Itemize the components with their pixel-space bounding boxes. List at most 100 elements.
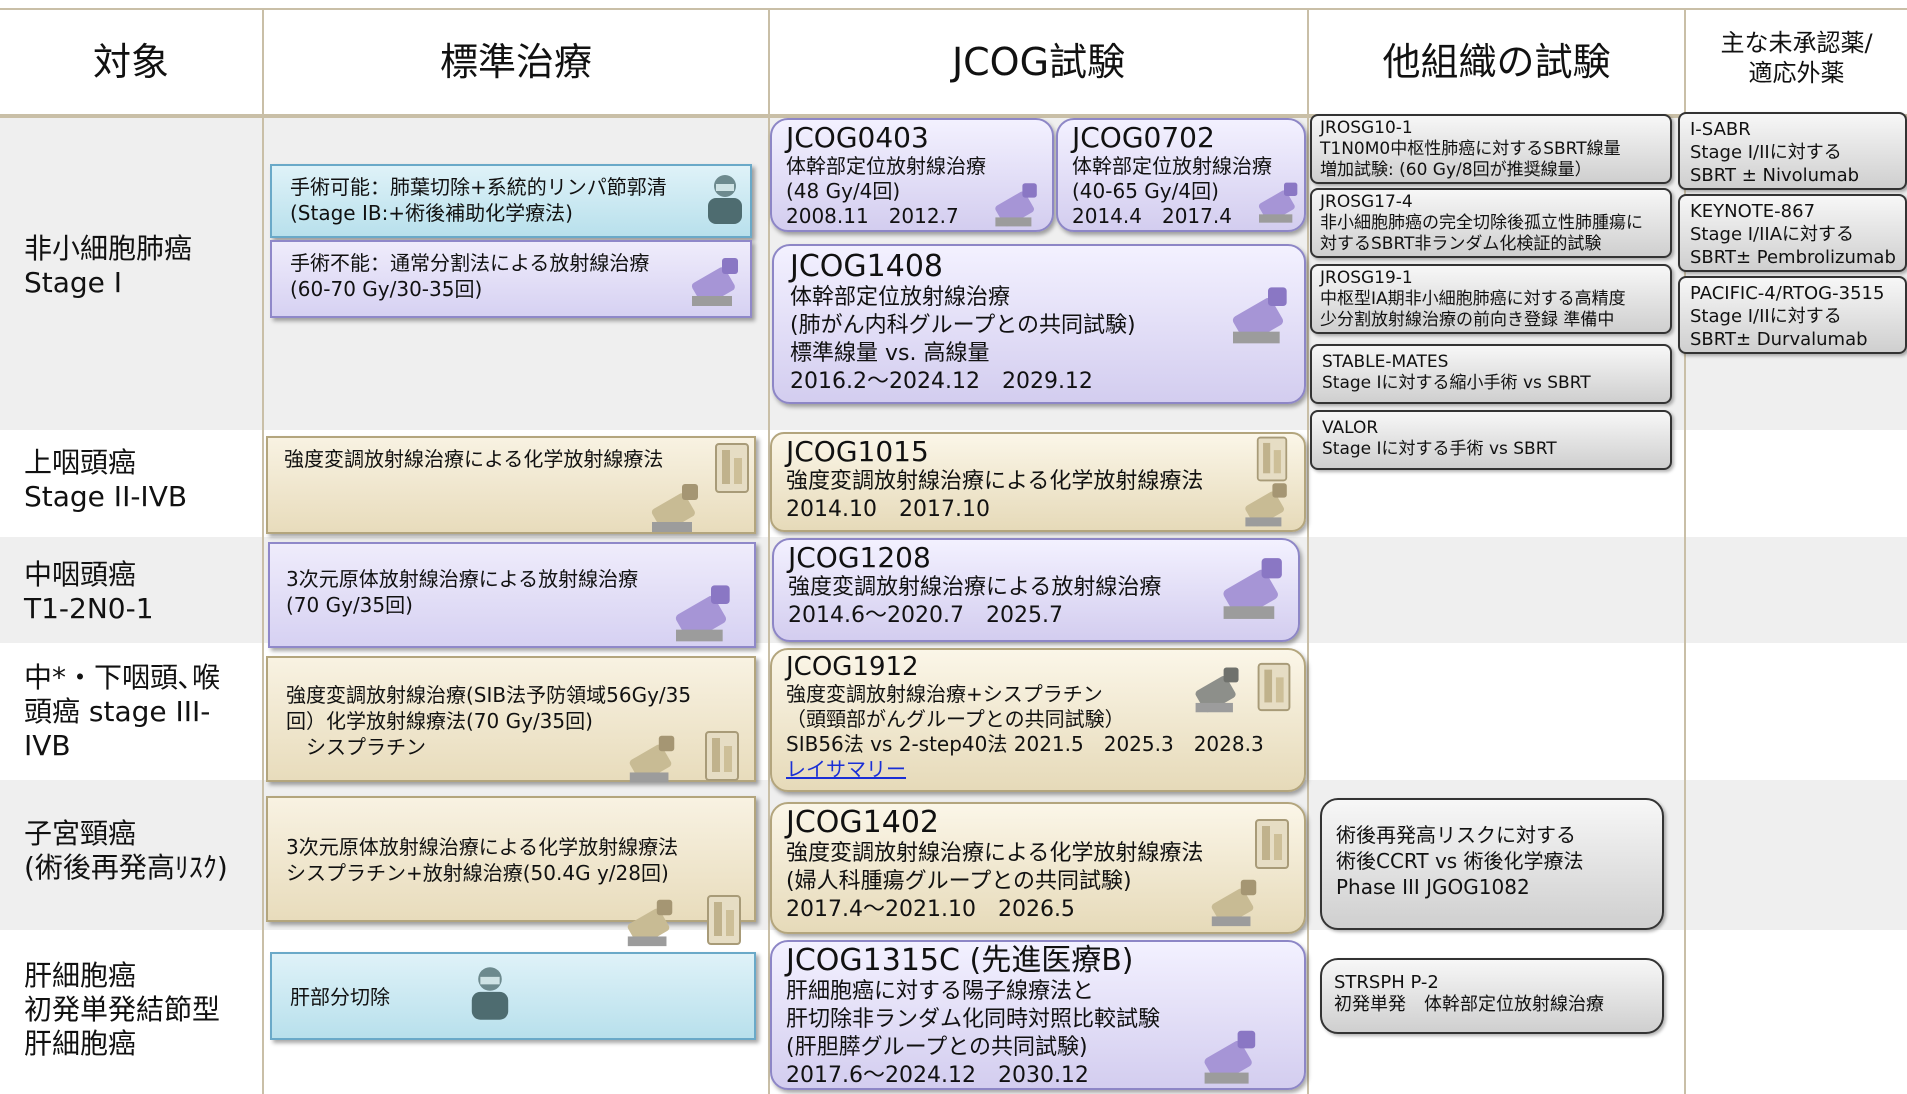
trial-jcog1402[interactable]: JCOG1402 強度変調放射線治療による化学放射線療法 (婦人科腫瘍グループと…: [770, 802, 1306, 934]
trial-line: （頭頸部がんグループとの共同試験）: [786, 707, 1125, 731]
other-trial-strsph-p2[interactable]: STRSPH P-2 初発単発 体幹部定位放射線治療: [1320, 958, 1664, 1034]
other-line: JROSG19-1: [1320, 268, 1413, 288]
linac-machine-icon: [651, 484, 698, 532]
target-cervix: 子宮頸癌 (術後再発高ﾘｽｸ): [24, 817, 228, 884]
std-text: シスプラチン+放射線治療(50.4G y/28回): [286, 861, 669, 885]
surgeon-icon: [471, 967, 509, 1020]
linac-machine-icon: [1204, 1030, 1256, 1084]
trial-jcog1015[interactable]: JCOG1015 強度変調放射線治療による化学放射線療法 2014.10 201…: [770, 432, 1306, 532]
lay-summary-link[interactable]: レイサマリー: [786, 757, 906, 781]
trial-line: 2014.10 2017.10: [786, 497, 990, 522]
std-text: 強度変調放射線治療による化学放射線療法: [284, 447, 664, 471]
target-nsclc: 非小細胞肺癌 Stage I: [24, 232, 193, 299]
trial-line: 2017.4～2021.10 2026.5: [786, 897, 1075, 922]
unapproved-line: KEYNOTE-867: [1690, 201, 1816, 222]
other-line: STABLE-MATES: [1322, 352, 1449, 372]
trial-jcog1208[interactable]: JCOG1208 強度変調放射線治療による放射線治療 2014.6～2020.7…: [772, 538, 1300, 642]
other-line: 術後再発高リスクに対する: [1336, 823, 1576, 847]
unapproved-line: PACIFIC-4/RTOG-3515: [1690, 283, 1885, 304]
std-box-nsclc-inoperable: 手術不能：通常分割法による放射線治療 (60-70 Gy/30-35回): [270, 240, 752, 318]
trial-id: JCOG1912: [786, 652, 919, 682]
trial-line: (肝胆膵グループとの共同試験): [786, 1035, 1088, 1060]
other-line: VALOR: [1322, 418, 1379, 438]
trial-line: 標準線量 vs. 高線量: [790, 341, 990, 366]
std-text: (Stage IB:+術後補助化学療法): [290, 201, 573, 225]
trial-id: JCOG0702: [1072, 121, 1215, 154]
linac-machine-icon: [691, 258, 738, 306]
trial-jcog1408[interactable]: JCOG1408 体幹部定位放射線治療 (肺がん内科グループとの共同試験) 標準…: [772, 244, 1306, 404]
std-text: シスプラチン: [286, 735, 426, 759]
other-line: T1N0M0中枢性肺癌に対するSBRT線量: [1320, 139, 1621, 159]
other-line: 増加試験: (60 Gy/8回が推奨線量）: [1320, 160, 1592, 180]
other-line: 非小細胞肺癌の完全切除後孤立性肺腫瘍に: [1320, 213, 1643, 233]
other-line: Stage Iに対する縮小手術 vs SBRT: [1322, 373, 1591, 393]
trial-id: JCOG1315C (先進医療B): [786, 943, 1134, 978]
trial-line: SIB56法 vs 2-step40法 2021.5 2025.3 2028.3: [786, 732, 1264, 756]
header-standard-treatment: 標準治療: [439, 39, 592, 84]
brachytherapy-device-icon: [707, 895, 741, 945]
target-epipharynx: 上咽頭癌 Stage II-IVB: [24, 446, 188, 513]
other-trial-valor[interactable]: VALOR Stage Iに対する手術 vs SBRT: [1310, 410, 1672, 470]
unapproved-line: SBRT± Durvalumab: [1690, 329, 1868, 350]
std-text: 回）化学放射線療法(70 Gy/35回): [286, 709, 593, 733]
std-text: 手術可能：肺葉切除+系統的リンパ節郭清: [290, 175, 667, 199]
trial-jcog1912[interactable]: JCOG1912 強度変調放射線治療+シスプラチン （頭頸部がんグループとの共同…: [770, 648, 1306, 792]
linac-machine-icon: [1195, 667, 1239, 713]
header-target: 対象: [92, 39, 169, 84]
trial-line: 体幹部定位放射線治療: [790, 285, 1011, 310]
target-hcc: 肝細胞癌 初発単発結節型 肝細胞癌: [24, 959, 221, 1060]
other-trial-jrosg17-4[interactable]: JROSG17-4 非小細胞肺癌の完全切除後孤立性肺腫瘍に 対するSBRT非ラン…: [1310, 188, 1672, 258]
other-line: Stage Iに対する手術 vs SBRT: [1322, 439, 1557, 459]
other-line: 中枢型IA期非小細胞肺癌に対する高精度: [1320, 289, 1626, 309]
header-unapproved-line1: 主な未承認薬/: [1720, 29, 1873, 57]
std-box-hypopharynx: 強度変調放射線治療(SIB法予防領域56Gy/35 回）化学放射線療法(70 G…: [266, 656, 756, 782]
std-text: (70 Gy/35回): [286, 593, 413, 617]
std-text: 肝部分切除: [290, 985, 390, 1009]
brachytherapy-device-icon: [1257, 662, 1291, 712]
other-trial-jrosg19-1[interactable]: JROSG19-1 中枢型IA期非小細胞肺癌に対する高精度 少分割放射線治療の前…: [1310, 264, 1672, 334]
header-unapproved-line2: 適応外薬: [1748, 59, 1845, 87]
std-box-cervix: 3次元原体放射線治療による化学放射線療法 シスプラチン+放射線治療(50.4G …: [266, 796, 756, 922]
unapproved-i-sabr[interactable]: I-SABR Stage I/IIに対する SBRT ± Nivolumab: [1678, 112, 1907, 190]
trial-id: JCOG1015: [786, 435, 929, 468]
brachytherapy-device-icon: [705, 731, 739, 781]
unapproved-pacific-4[interactable]: PACIFIC-4/RTOG-3515 Stage I/IIに対する SBRT±…: [1678, 276, 1907, 354]
trial-id: JCOG1402: [786, 805, 940, 840]
linac-machine-icon: [1232, 287, 1287, 344]
trial-line: (48 Gy/4回): [786, 179, 901, 203]
other-trial-jgog1082[interactable]: 術後再発高リスクに対する 術後CCRT vs 術後化学療法 Phase III …: [1320, 798, 1664, 930]
brachytherapy-device-icon: [1255, 819, 1289, 869]
std-text: (60-70 Gy/30-35回): [290, 277, 483, 301]
other-line: JROSG17-4: [1320, 192, 1413, 212]
std-text: 3次元原体放射線治療による放射線治療: [286, 567, 639, 591]
trial-jcog0702[interactable]: JCOG0702 体幹部定位放射線治療 (40-65 Gy/4回) 2014.4…: [1056, 118, 1306, 232]
unapproved-line: SBRT ± Nivolumab: [1690, 165, 1860, 186]
brachytherapy-device-icon: [1256, 436, 1288, 482]
linac-machine-icon: [1258, 182, 1298, 223]
other-trial-stable-mates[interactable]: STABLE-MATES Stage Iに対する縮小手術 vs SBRT: [1310, 344, 1672, 404]
column-divider: [262, 8, 264, 1094]
trial-line: 2016.2～2024.12 2029.12: [790, 369, 1093, 394]
other-trial-jrosg10-1[interactable]: JROSG10-1 T1N0M0中枢性肺癌に対するSBRT線量 増加試験: (6…: [1310, 114, 1672, 184]
other-line: STRSPH P-2: [1334, 972, 1439, 993]
other-line: 初発単発 体幹部定位放射線治療: [1334, 994, 1604, 1015]
unapproved-line: Stage I/IIに対する: [1690, 142, 1842, 163]
trial-id: JCOG1208: [788, 541, 931, 574]
unapproved-line: Stage I/IIに対する: [1690, 306, 1842, 327]
unapproved-line: SBRT± Pembrolizumab: [1690, 247, 1896, 268]
unapproved-line: Stage I/IIAに対する: [1690, 224, 1855, 245]
trial-line: 強度変調放射線治療による化学放射線療法: [786, 469, 1204, 494]
trial-line: (婦人科腫瘍グループとの共同試験): [786, 869, 1132, 894]
unapproved-keynote-867[interactable]: KEYNOTE-867 Stage I/IIAに対する SBRT± Pembro…: [1678, 194, 1907, 272]
trial-line: 強度変調放射線治療+シスプラチン: [786, 682, 1103, 706]
std-text: 手術不能：通常分割法による放射線治療: [290, 251, 650, 275]
column-divider: [1307, 8, 1309, 1094]
trial-line: 2014.6～2020.7 2025.7: [788, 603, 1063, 628]
trial-line: 強度変調放射線治療による放射線治療: [788, 575, 1162, 600]
trial-line: (40-65 Gy/4回): [1072, 179, 1219, 203]
other-line: JROSG10-1: [1320, 118, 1413, 138]
trial-line: 2008.11 2012.7: [786, 204, 959, 228]
linac-machine-icon: [995, 183, 1037, 227]
header-top-rule: [0, 8, 1907, 10]
header-jcog-trials: JCOG試験: [951, 39, 1126, 84]
